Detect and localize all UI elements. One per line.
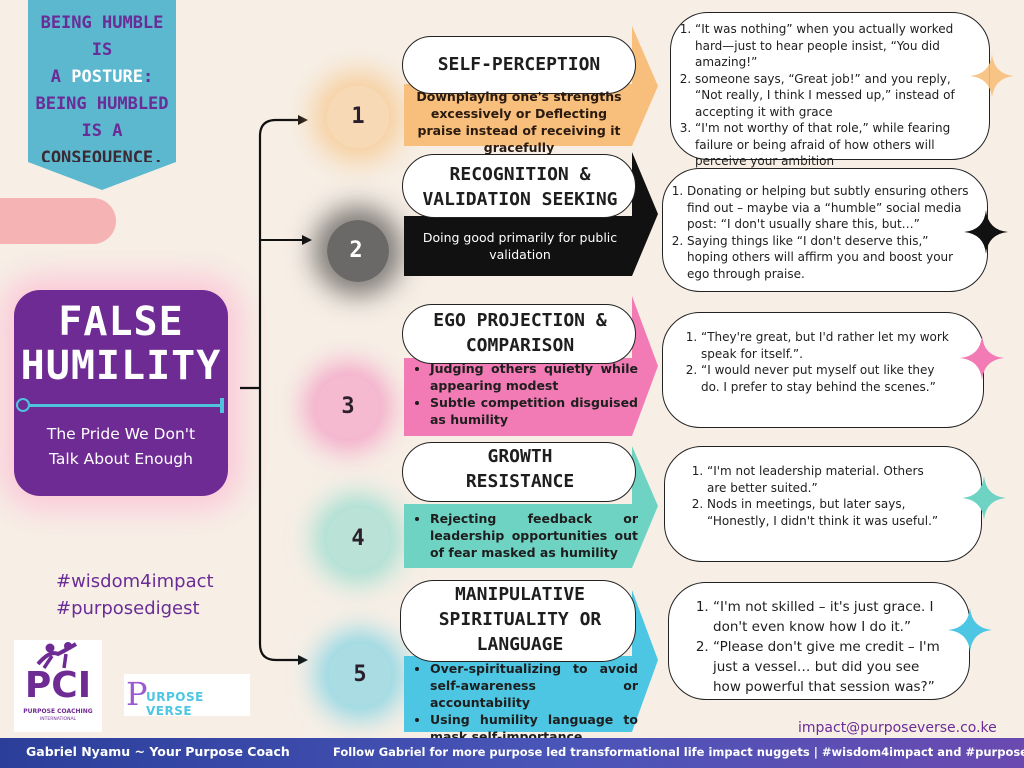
section-3-title: EGO PROJECTION &COMPARISON (433, 310, 607, 356)
footer-author: Gabriel Nyamu ~ Your Purpose Coach (26, 744, 290, 759)
example-item: Nods in meetings, but later says, “Hones… (707, 496, 941, 529)
section-2-arrow (404, 152, 658, 276)
quote-line-2: A POSTURE: (50, 67, 154, 87)
divider-dot (16, 398, 30, 412)
section-1-title-pill (402, 36, 636, 94)
examples-list-2: Donating or helping but subtly ensuring … (663, 183, 973, 282)
pci-tagline: INTERNATIONAL (39, 717, 77, 722)
section-number-2: 2 (349, 238, 363, 263)
sparkle-icon (964, 210, 1008, 254)
divider-end (220, 398, 224, 413)
number-glow-1 (327, 86, 389, 148)
example-item: “Please don't give me credit – I'm just … (713, 637, 947, 697)
examples-list-5: “I'm not skilled – it's just grace. I do… (689, 597, 947, 697)
number-glow-5 (329, 644, 391, 706)
people-icon (36, 642, 78, 669)
hero-title: FALSE HUMILITY (20, 299, 222, 389)
section-3-bullets: Judging others quietly while appearing m… (412, 360, 638, 428)
examples-box-1: “It was nothing” when you actually worke… (670, 12, 990, 168)
pv-letter: P (126, 675, 148, 713)
pci-letters: PCI (24, 665, 92, 706)
examples-list-3: “They're great, but I'd rather let my wo… (677, 329, 955, 395)
example-item: “I would never put myself out like they … (701, 362, 955, 395)
sparkle-icon (970, 54, 1014, 98)
quote-line-1: BEING HUMBLE IS (40, 13, 164, 60)
section-2-band-text: Doing good primarily for public validati… (422, 230, 618, 262)
section-number-4: 4 (351, 526, 365, 551)
quote-line-4: IS A (81, 121, 123, 141)
sparkle-icon (962, 476, 1006, 520)
section-1-band-text: Downplaying one's strengths excessively … (416, 89, 622, 155)
purpose-verse-logo: P URPOSE VERSE (124, 674, 250, 718)
hashtag[interactable]: #wisdom4impact (56, 571, 214, 592)
hero-divider (22, 404, 222, 407)
number-glow-4 (327, 508, 389, 570)
pci-name: PURPOSE COACHING (23, 708, 93, 715)
examples-box-2: Donating or helping but subtly ensuring … (662, 168, 988, 292)
contact-email[interactable]: impact@purposeverse.co.ke (798, 720, 997, 736)
example-item: “I'm not skilled – it's just grace. I do… (713, 597, 947, 637)
number-glow-2 (327, 220, 389, 282)
section-5-bullets: Over-spiritualizing to avoid self-awaren… (412, 660, 638, 745)
section-number-1: 1 (351, 104, 365, 129)
example-item: Saying things like “I don't deserve this… (687, 233, 973, 283)
example-item: someone says, “Great job!” and you reply… (695, 71, 979, 121)
example-item: “I'm not leadership material. Others are… (707, 463, 941, 496)
decorative-pill (0, 198, 116, 244)
section-1-title: SELF-PERCEPTION (437, 54, 601, 75)
example-item: “They're great, but I'd rather let my wo… (701, 329, 955, 362)
quote-line-5: CONSEQUENCE. (40, 148, 164, 168)
hashtag[interactable]: #purposedigest (56, 598, 200, 619)
quote-line-3: BEING HUMBLED (35, 94, 169, 114)
pv-name: URPOSE VERSE (146, 690, 204, 718)
examples-box-3: “They're great, but I'd rather let my wo… (662, 312, 984, 428)
section-3-title-pill (402, 304, 636, 364)
false-humility-card: FALSE HUMILITY The Pride We Don't Talk A… (14, 290, 228, 496)
quote-banner: BEING HUMBLE IS A POSTURE: BEING HUMBLED… (28, 0, 176, 190)
examples-box-4: “I'm not leadership material. Others are… (664, 446, 982, 562)
section-3-arrow (404, 296, 658, 436)
section-2-title: RECOGNITION &VALIDATION SEEKING (422, 164, 618, 210)
connector-bracket (240, 115, 312, 665)
bullet: Subtle competition disguised as humility (430, 394, 638, 428)
quote-text: BEING HUMBLE IS A POSTURE: BEING HUMBLED… (28, 10, 176, 172)
hashtags: #wisdom4impact #purposedigest (56, 568, 214, 622)
section-4-title-pill (402, 442, 636, 502)
hero-subtitle: The Pride We Don't Talk About Enough (46, 425, 196, 468)
footer-cta: Follow Gabriel for more purpose led tran… (333, 745, 1024, 759)
sparkle-icon (948, 608, 992, 652)
number-glow-3 (317, 376, 379, 438)
section-5-title-pill (400, 580, 636, 662)
pci-logo: PCI PURPOSE COACHING INTERNATIONAL (14, 640, 102, 732)
example-item: “It was nothing” when you actually worke… (695, 21, 979, 71)
section-2-title-pill (402, 154, 636, 218)
examples-box-5: “I'm not skilled – it's just grace. I do… (668, 582, 970, 700)
section-4-arrow (404, 446, 658, 568)
example-item: Donating or helping but subtly ensuring … (687, 183, 973, 233)
examples-list-1: “It was nothing” when you actually worke… (671, 21, 979, 170)
bullet: Judging others quietly while appearing m… (430, 360, 638, 394)
sparkle-icon (960, 336, 1004, 380)
section-4-bullets: Rejecting feedback or leadership opportu… (412, 510, 638, 561)
bullet: Over-spiritualizing to avoid self-awaren… (430, 660, 638, 711)
section-number-3: 3 (341, 394, 355, 419)
footer-bar: Gabriel Nyamu ~ Your Purpose Coach Follo… (0, 738, 1024, 768)
example-item: “I'm not worthy of that role,” while fea… (695, 120, 979, 170)
section-number-5: 5 (353, 662, 367, 687)
bullet: Rejecting feedback or leadership opportu… (430, 510, 638, 561)
examples-list-4: “I'm not leadership material. Others are… (683, 463, 941, 529)
